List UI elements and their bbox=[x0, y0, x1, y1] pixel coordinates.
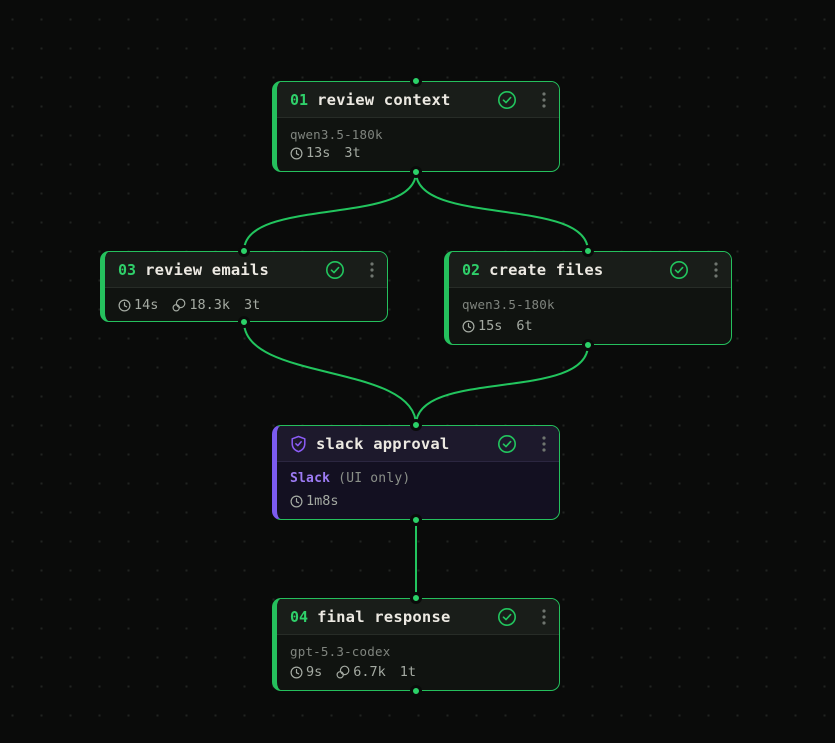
handle-bottom-slack-approval[interactable] bbox=[411, 515, 421, 525]
node-review-context[interactable]: 01 review context qwen3.5-180k 13s 3t bbox=[272, 81, 560, 172]
duration-stat: 14s bbox=[118, 297, 158, 313]
clock-icon bbox=[290, 665, 303, 679]
node-slack-approval[interactable]: slack approval Slack (UI only) 1m8s bbox=[272, 425, 560, 520]
node-header: 03 review emails bbox=[105, 252, 387, 288]
handle-bottom-final-response[interactable] bbox=[411, 686, 421, 696]
model-label: gpt-5.3-codex bbox=[290, 644, 391, 659]
edge-review-context-to-create-files[interactable] bbox=[415, 171, 589, 252]
edge-review-context-to-review-emails[interactable] bbox=[243, 171, 417, 252]
coins-icon bbox=[172, 298, 186, 312]
node-review-emails[interactable]: 03 review emails 14s 18.3k 3t bbox=[100, 251, 388, 322]
handle-bottom-review-context[interactable] bbox=[411, 167, 421, 177]
node-title: final response bbox=[317, 607, 451, 626]
meta-row: 14s 18.3k 3t bbox=[118, 297, 374, 313]
node-title: slack approval bbox=[316, 434, 450, 453]
check-circle-icon bbox=[669, 260, 689, 280]
tokens-stat: 6.7k bbox=[336, 664, 386, 680]
clock-icon bbox=[118, 298, 131, 312]
node-body: 14s 18.3k 3t bbox=[105, 288, 387, 321]
edge-review-emails-to-slack-approval[interactable] bbox=[243, 321, 417, 426]
node-number: 01 bbox=[290, 90, 309, 109]
node-header: 02 create files bbox=[449, 252, 731, 288]
clock-icon bbox=[290, 494, 303, 508]
handle-top-slack-approval[interactable] bbox=[411, 420, 421, 430]
node-title: create files bbox=[489, 260, 604, 279]
clock-icon bbox=[462, 319, 475, 333]
ellipsis-menu-button[interactable] bbox=[542, 435, 546, 452]
meta-row: 15s 6t bbox=[462, 318, 718, 334]
turns-stat: 6t bbox=[516, 318, 533, 334]
node-body: Slack (UI only) 1m8s bbox=[277, 462, 559, 519]
turns-stat: 3t bbox=[244, 297, 261, 313]
edge-create-files-to-slack-approval[interactable] bbox=[415, 344, 589, 426]
shield-check-icon bbox=[290, 435, 307, 453]
meta-row: 13s 3t bbox=[290, 145, 546, 161]
node-number: 02 bbox=[462, 260, 481, 279]
node-number: 03 bbox=[118, 260, 137, 279]
model-label: qwen3.5-180k bbox=[462, 297, 555, 312]
handle-top-final-response[interactable] bbox=[411, 593, 421, 603]
coins-icon bbox=[336, 665, 350, 679]
clock-icon bbox=[290, 146, 303, 160]
tokens-stat: 18.3k bbox=[172, 297, 230, 313]
model-label: qwen3.5-180k bbox=[290, 127, 383, 142]
duration-stat: 9s bbox=[290, 664, 322, 680]
node-body: qwen3.5-180k 13s 3t bbox=[277, 118, 559, 171]
check-circle-icon bbox=[497, 90, 517, 110]
duration-stat: 15s bbox=[462, 318, 502, 334]
ellipsis-menu-button[interactable] bbox=[370, 261, 374, 278]
check-circle-icon bbox=[325, 260, 345, 280]
duration-stat: 13s bbox=[290, 145, 330, 161]
check-circle-icon bbox=[497, 607, 517, 627]
integration-label: Slack (UI only) bbox=[290, 471, 546, 486]
duration-stat: 1m8s bbox=[290, 493, 339, 509]
node-title: review emails bbox=[145, 260, 269, 279]
handle-bottom-create-files[interactable] bbox=[583, 340, 593, 350]
ellipsis-menu-button[interactable] bbox=[542, 608, 546, 625]
check-circle-icon bbox=[497, 434, 517, 454]
node-body: gpt-5.3-codex 9s 6.7k 1t bbox=[277, 635, 559, 690]
node-header: 04 final response bbox=[277, 599, 559, 635]
node-number: 04 bbox=[290, 607, 309, 626]
ellipsis-menu-button[interactable] bbox=[714, 261, 718, 278]
meta-row: 1m8s bbox=[290, 493, 546, 509]
meta-row: 9s 6.7k 1t bbox=[290, 664, 546, 680]
node-header: 01 review context bbox=[277, 82, 559, 118]
handle-top-create-files[interactable] bbox=[583, 246, 593, 256]
ellipsis-menu-button[interactable] bbox=[542, 91, 546, 108]
turns-stat: 1t bbox=[399, 664, 417, 680]
node-final-response[interactable]: 04 final response gpt-5.3-codex 9s 6.7k bbox=[272, 598, 560, 691]
integration-name: Slack bbox=[290, 471, 331, 486]
handle-top-review-context[interactable] bbox=[411, 76, 421, 86]
node-body: qwen3.5-180k 15s 6t bbox=[449, 288, 731, 344]
node-header: slack approval bbox=[277, 426, 559, 462]
integration-note: (UI only) bbox=[338, 471, 411, 486]
node-create-files[interactable]: 02 create files qwen3.5-180k 15s 6t bbox=[444, 251, 732, 345]
node-title: review context bbox=[317, 90, 451, 109]
handle-bottom-review-emails[interactable] bbox=[239, 317, 249, 327]
turns-stat: 3t bbox=[344, 145, 361, 161]
handle-top-review-emails[interactable] bbox=[239, 246, 249, 256]
